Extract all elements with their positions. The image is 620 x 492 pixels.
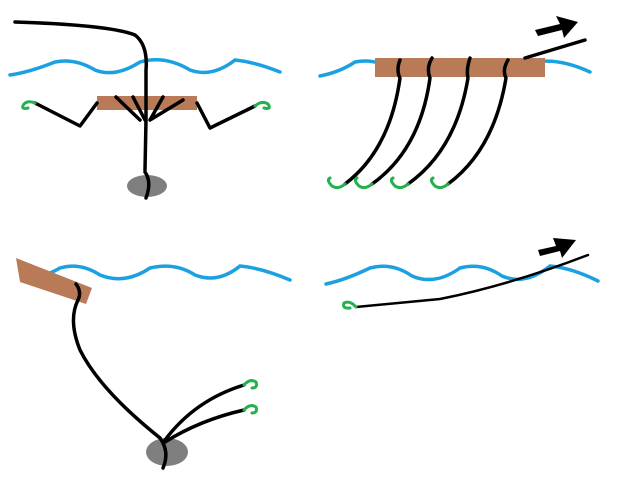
sinker-line (143, 170, 151, 200)
hook-lines (343, 56, 510, 186)
hook-icon (429, 176, 450, 190)
right-leader (195, 101, 257, 130)
panel-drifting-float-rig (318, 16, 592, 190)
panel-anchored-float-rig (8, 20, 282, 200)
main-line (354, 253, 590, 309)
hook-icon (326, 176, 347, 190)
water-surface (8, 58, 282, 77)
main-line (13, 20, 149, 172)
left-leader (33, 101, 99, 128)
hook-icon (21, 100, 37, 110)
float-log (16, 258, 92, 304)
sinker-line (158, 436, 168, 470)
leader-lines (163, 383, 246, 444)
float-bar (375, 58, 545, 77)
water-surface (33, 264, 292, 282)
branch-lines (114, 95, 185, 122)
hook-icon (342, 300, 358, 310)
tow-line (523, 38, 587, 60)
arrow-icon (538, 238, 576, 258)
hook-icon (353, 176, 374, 190)
panel-tilted-float-rig (16, 258, 292, 470)
water-surface (324, 264, 600, 286)
panel-trolled-line (324, 238, 600, 310)
hook-icon (242, 404, 258, 415)
arrow-icon (535, 16, 578, 38)
hook-icon (389, 176, 410, 190)
main-line (71, 298, 162, 440)
hook-icon (242, 379, 258, 390)
hook-icon (253, 100, 271, 110)
